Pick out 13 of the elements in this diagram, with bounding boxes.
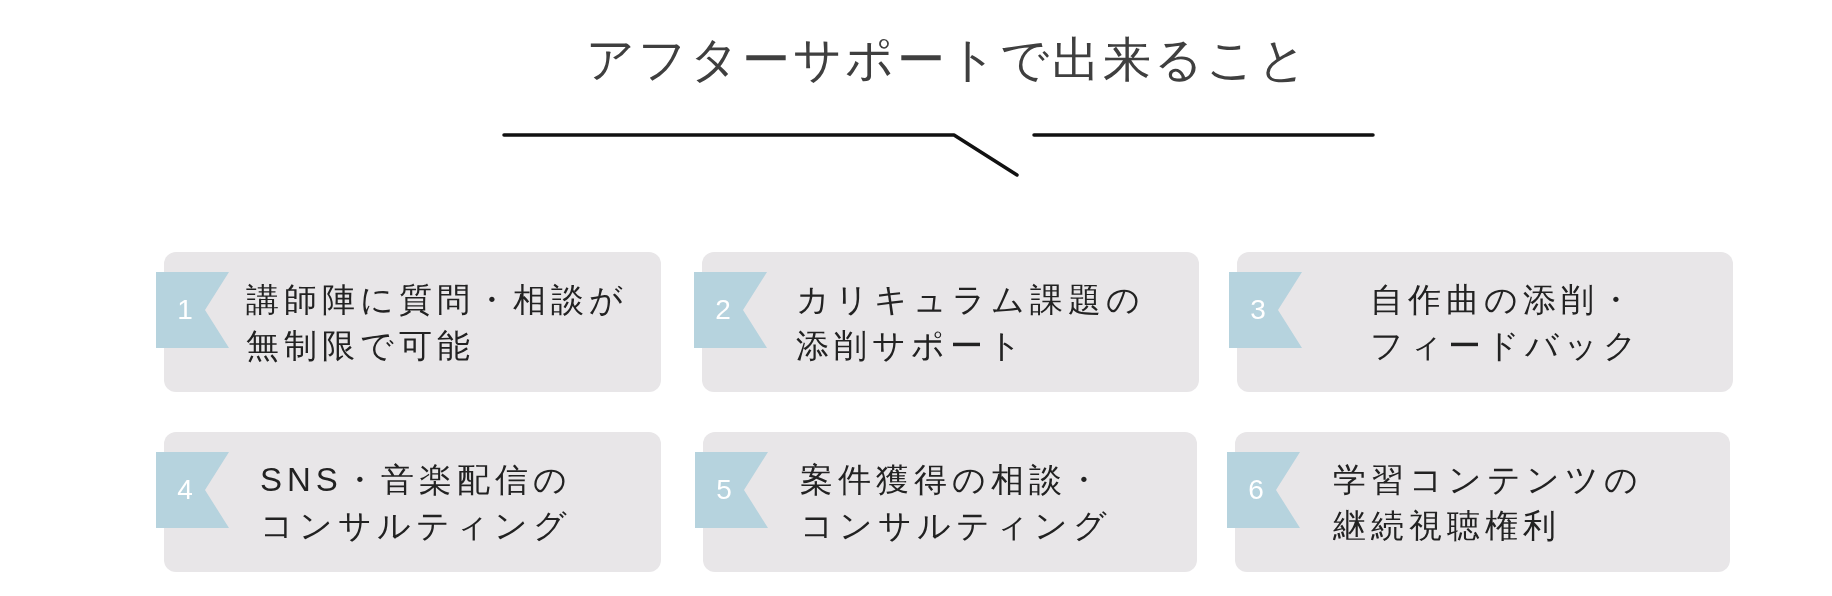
title: アフターサポートで出来ること bbox=[586, 32, 1310, 88]
number-ribbon: 6 bbox=[1227, 452, 1300, 528]
card-text: SNS・音楽配信のコンサルティング bbox=[260, 460, 573, 546]
card-text: 自作曲の添削・フィードバック bbox=[1370, 280, 1643, 366]
card-text: 案件獲得の相談・コンサルティング bbox=[800, 460, 1113, 546]
card-text: 学習コンテンツの継続視聴権利 bbox=[1333, 460, 1644, 546]
number-ribbon: 3 bbox=[1229, 272, 1302, 348]
card-text: カリキュラム課題の添削サポート bbox=[796, 280, 1146, 366]
number-ribbon: 4 bbox=[156, 452, 229, 528]
number-ribbon: 2 bbox=[694, 272, 767, 348]
card-text: 講師陣に質問・相談が無制限で可能 bbox=[246, 280, 629, 366]
number-ribbon: 1 bbox=[156, 272, 229, 348]
number-ribbon: 5 bbox=[695, 452, 768, 528]
